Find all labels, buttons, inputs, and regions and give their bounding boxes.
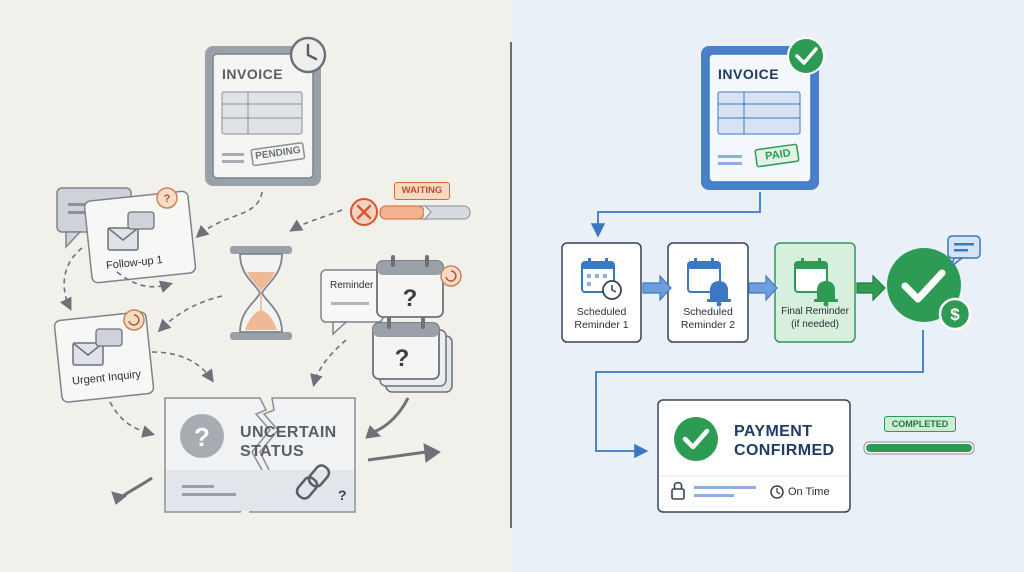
step-2-line1: Scheduled: [683, 306, 733, 318]
calendar-question-icon: ?: [376, 255, 444, 318]
confirmed-check-icon: [674, 417, 718, 461]
refresh-badge-icon: [440, 265, 462, 287]
paid-invoice-document: [701, 46, 819, 190]
reminder-label: Reminder: [330, 280, 374, 291]
svg-text:?: ?: [395, 345, 410, 372]
uncertain-status-line1: UNCERTAIN: [240, 424, 337, 441]
calendar-bell-green-icon: [794, 258, 838, 307]
svg-text:$: $: [950, 305, 960, 324]
pending-invoice-title: INVOICE: [222, 66, 284, 82]
message-bubble-icon: [947, 235, 981, 268]
chaotic-connectors: [59, 191, 347, 438]
uncertain-status-line2: STATUS: [240, 443, 305, 460]
calendar-bell-icon: [687, 258, 731, 307]
urgent-inquiry-card: [53, 311, 155, 403]
on-time-clock-icon: [770, 485, 784, 499]
step-1-line2: Reminder 1: [574, 319, 629, 331]
completed-badge: COMPLETED: [884, 416, 956, 432]
question-badge-icon: ?: [156, 187, 178, 209]
clock-icon: [289, 36, 327, 74]
success-check-icon: [887, 248, 961, 322]
invoice-flow-connector: [590, 192, 761, 238]
payment-confirmed-line1: PAYMENT: [734, 423, 813, 440]
paid-invoice-title: INVOICE: [718, 66, 780, 82]
on-time-label: On Time: [788, 486, 830, 498]
svg-text:?: ?: [164, 193, 171, 205]
step-arrows: [642, 274, 886, 302]
lock-icon: [671, 481, 685, 500]
step-2-line2: Reminder 2: [680, 319, 736, 331]
svg-text:?: ?: [403, 285, 418, 312]
broken-link-icon: ?: [295, 464, 347, 503]
uncertain-status-card: ?: [164, 397, 356, 513]
confirmation-flow-connector: [595, 330, 924, 459]
svg-text:?: ?: [194, 422, 210, 452]
step-1-line1: Scheduled: [576, 306, 627, 318]
follow-up-card: [83, 190, 197, 284]
dollar-badge-icon: $: [938, 297, 972, 331]
panel-divider: [510, 42, 512, 528]
svg-text:?: ?: [338, 487, 347, 503]
completed-progress-bar: [863, 441, 975, 455]
pending-invoice-document: [205, 46, 321, 186]
waiting-badge: WAITING: [394, 182, 450, 200]
step-3-line1: Final Reminder: [781, 306, 849, 317]
check-badge-icon: [787, 37, 825, 75]
calendar-clock-icon: [581, 258, 622, 300]
step-3-line2: (if needed): [791, 319, 839, 330]
payment-confirmed-line2: CONFIRMED: [734, 442, 835, 459]
reminder-bubble: [320, 269, 384, 336]
scatter-arrows: [111, 397, 441, 505]
waiting-progress-icon: [350, 198, 471, 226]
calendar-stack-icon: ?: [372, 317, 453, 393]
retry-badge-icon: [123, 309, 145, 331]
hourglass-icon: [230, 246, 292, 340]
